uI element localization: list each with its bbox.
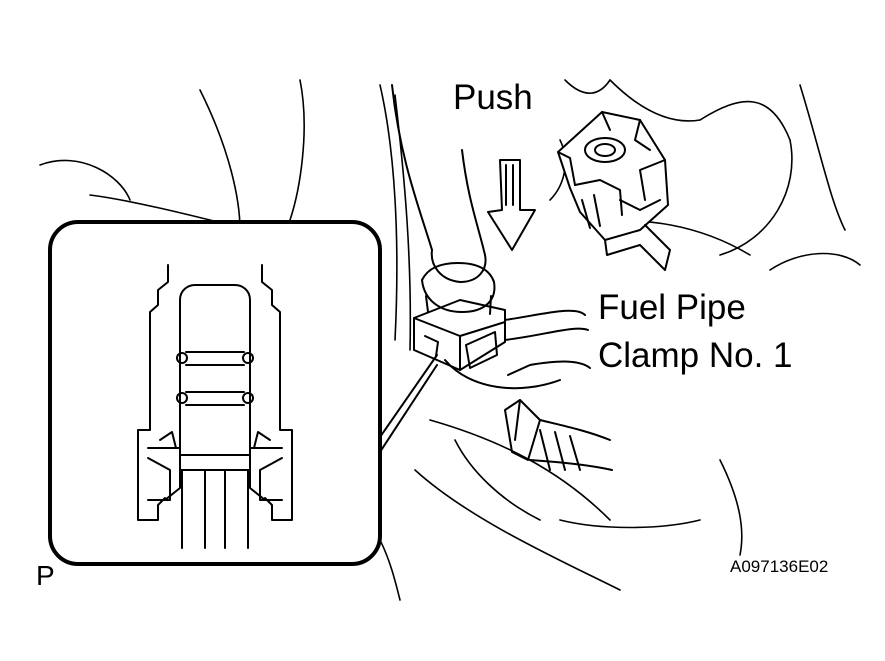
quick-connector <box>413 299 591 390</box>
part-name-label: Fuel Pipe Clamp No. 1 <box>598 284 793 380</box>
push-label: Push <box>453 78 533 117</box>
fuel-hose <box>391 84 496 315</box>
part-name-line-2: Clamp No. 1 <box>598 336 793 375</box>
pipe-fitting <box>504 399 613 471</box>
fuel-pipe-clamp <box>557 111 671 271</box>
detail-callout-lines <box>377 354 438 456</box>
detail-view <box>48 220 382 566</box>
push-arrow <box>487 159 536 251</box>
part-name-line-1: Fuel Pipe <box>598 288 746 327</box>
figure-id-label: A097136E02 <box>730 557 829 576</box>
view-code-label: P <box>36 560 55 591</box>
